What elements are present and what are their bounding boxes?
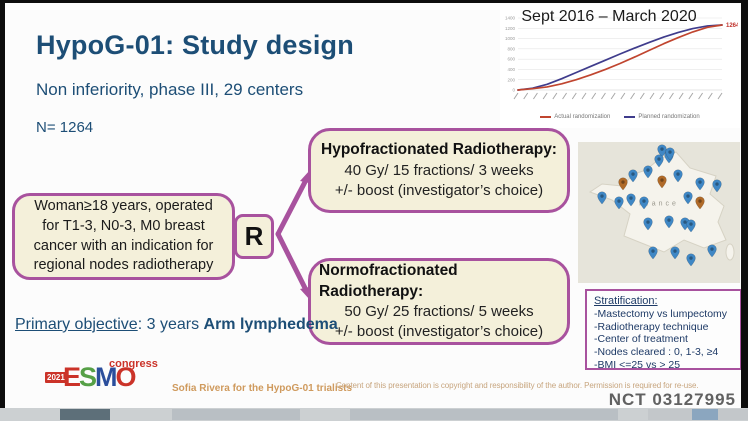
primary-objective-mid: : 3 years — [137, 316, 204, 333]
stratification-title: Stratification: — [594, 295, 658, 307]
svg-text:800: 800 — [507, 46, 515, 51]
arm-dose: 40 Gy/ 15 fractions/ 3 weeks — [344, 161, 534, 179]
center-pin — [639, 196, 649, 210]
center-pin-highlight — [618, 177, 628, 191]
arm-box-normofractionated: Normofractionated Radiotherapy: 50 Gy/ 2… — [308, 258, 570, 345]
map-country-label: France — [639, 200, 679, 208]
sample-size: N= 1264 — [36, 119, 94, 136]
legend-item-actual: Actual randomization — [540, 114, 610, 120]
arm-title: Hypofractionated Radiotherapy: — [321, 141, 557, 159]
arm-box-hypofractionated: Hypofractionated Radiotherapy: 40 Gy/ 15… — [308, 128, 570, 213]
enrollment-chart-plot: 0 200 400 600 800 1000 1200 1400 1264 — [505, 16, 738, 100]
strip-block — [172, 409, 300, 420]
esmo-letter: O — [115, 362, 137, 392]
center-pin — [686, 253, 696, 267]
svg-text:200: 200 — [507, 77, 515, 82]
legend-swatch-actual — [540, 116, 552, 118]
legend-swatch-planned — [624, 116, 636, 118]
page-title: HypoG-01: Study design — [36, 30, 354, 60]
esmo-year-badge: 2021 — [45, 372, 67, 383]
france-centers-map: France — [578, 142, 740, 283]
right-edge — [741, 0, 748, 421]
copyright-notice: Content of this presentation is copyrigh… — [336, 381, 699, 390]
stratification-item: -BMI <=25 vs > 25 — [594, 358, 681, 371]
center-pin — [694, 177, 705, 191]
svg-text:1000: 1000 — [505, 36, 516, 41]
eligibility-text: Woman≥18 years, operated for T1-3, N0-3,… — [33, 198, 214, 274]
svg-text:600: 600 — [507, 57, 515, 62]
center-pin — [665, 147, 675, 161]
stratification-item: -Nodes cleared : 0, 1-3, ≥4 — [594, 346, 719, 359]
trial-registration-id: NCT 03127995 — [608, 390, 736, 409]
center-pin — [647, 246, 658, 260]
svg-text:1400: 1400 — [505, 16, 516, 21]
primary-objective-label: Primary objective — [15, 316, 138, 333]
randomization-label: R — [244, 221, 264, 251]
center-pin — [670, 246, 680, 260]
center-pin — [686, 219, 696, 233]
esmo-wordmark: ESMO — [63, 362, 137, 393]
arm-boost: +/- boost (investigator’s choice) — [334, 322, 544, 340]
center-pin — [712, 179, 722, 193]
strip-block — [350, 409, 618, 420]
legend-label-planned: Planned randomization — [638, 114, 700, 120]
primary-objective: Primary objective: 3 years Arm lymphedem… — [15, 316, 338, 334]
center-pin — [628, 169, 638, 183]
chart-legend: Actual randomization Planned randomizati… — [500, 114, 740, 120]
bottom-strip — [0, 408, 748, 421]
center-pin — [643, 165, 653, 179]
presenter-attribution: Sofia Rivera for the HypoG-01 trialists — [172, 383, 353, 394]
arm-boost: +/- boost (investigator’s choice) — [334, 181, 544, 199]
top-edge — [0, 0, 748, 3]
esmo-congress-label: congress — [109, 358, 158, 370]
eligibility-box: Woman≥18 years, operated for T1-3, N0-3,… — [12, 193, 235, 280]
primary-objective-endpoint: Arm lymphedema — [203, 316, 338, 333]
center-pin — [597, 191, 607, 205]
chart-title: Sept 2016 – March 2020 — [521, 8, 697, 25]
center-pin — [643, 217, 653, 231]
legend-item-planned: Planned randomization — [624, 114, 700, 120]
center-pin — [680, 217, 690, 231]
center-pin — [654, 154, 664, 168]
stratification-box: Stratification: -Mastectomy vs lumpectom… — [585, 289, 742, 371]
center-pin — [613, 196, 624, 210]
enrollment-chart: 0 200 400 600 800 1000 1200 1400 1264 Sept 2016 … — [500, 4, 740, 128]
svg-text:1264: 1264 — [726, 23, 738, 29]
svg-text:400: 400 — [507, 67, 515, 72]
stratification-item: -Radiotherapy technique — [594, 320, 709, 333]
stratification-item: -Mastectomy vs lumpectomy — [594, 308, 728, 320]
center-pin — [683, 191, 693, 205]
center-pin-highlight — [657, 175, 667, 189]
center-pin — [673, 169, 684, 183]
left-edge — [0, 0, 5, 421]
strip-block — [692, 409, 718, 420]
randomization-box: R — [234, 214, 274, 259]
strip-block — [60, 409, 110, 420]
arm-dose: 50 Gy/ 25 fractions/ 5 weeks — [344, 302, 534, 320]
svg-text:1200: 1200 — [505, 26, 516, 31]
legend-label-actual: Actual randomization — [554, 114, 611, 120]
stratification-item: -Center of treatment — [594, 333, 688, 346]
center-pin — [626, 193, 637, 207]
esmo-congress-logo: 2021 ESMO congress — [45, 358, 158, 402]
esmo-letter: M — [95, 362, 117, 392]
center-pin — [707, 244, 718, 258]
study-subtitle: Non inferiority, phase III, 29 centers — [36, 80, 304, 99]
esmo-letter: S — [79, 362, 97, 392]
esmo-letter: E — [63, 362, 81, 392]
svg-text:0: 0 — [512, 88, 515, 93]
arm-title: Normofractionated Radiotherapy: — [319, 262, 458, 300]
center-pin-highlight — [694, 196, 705, 210]
center-pin — [664, 215, 674, 229]
